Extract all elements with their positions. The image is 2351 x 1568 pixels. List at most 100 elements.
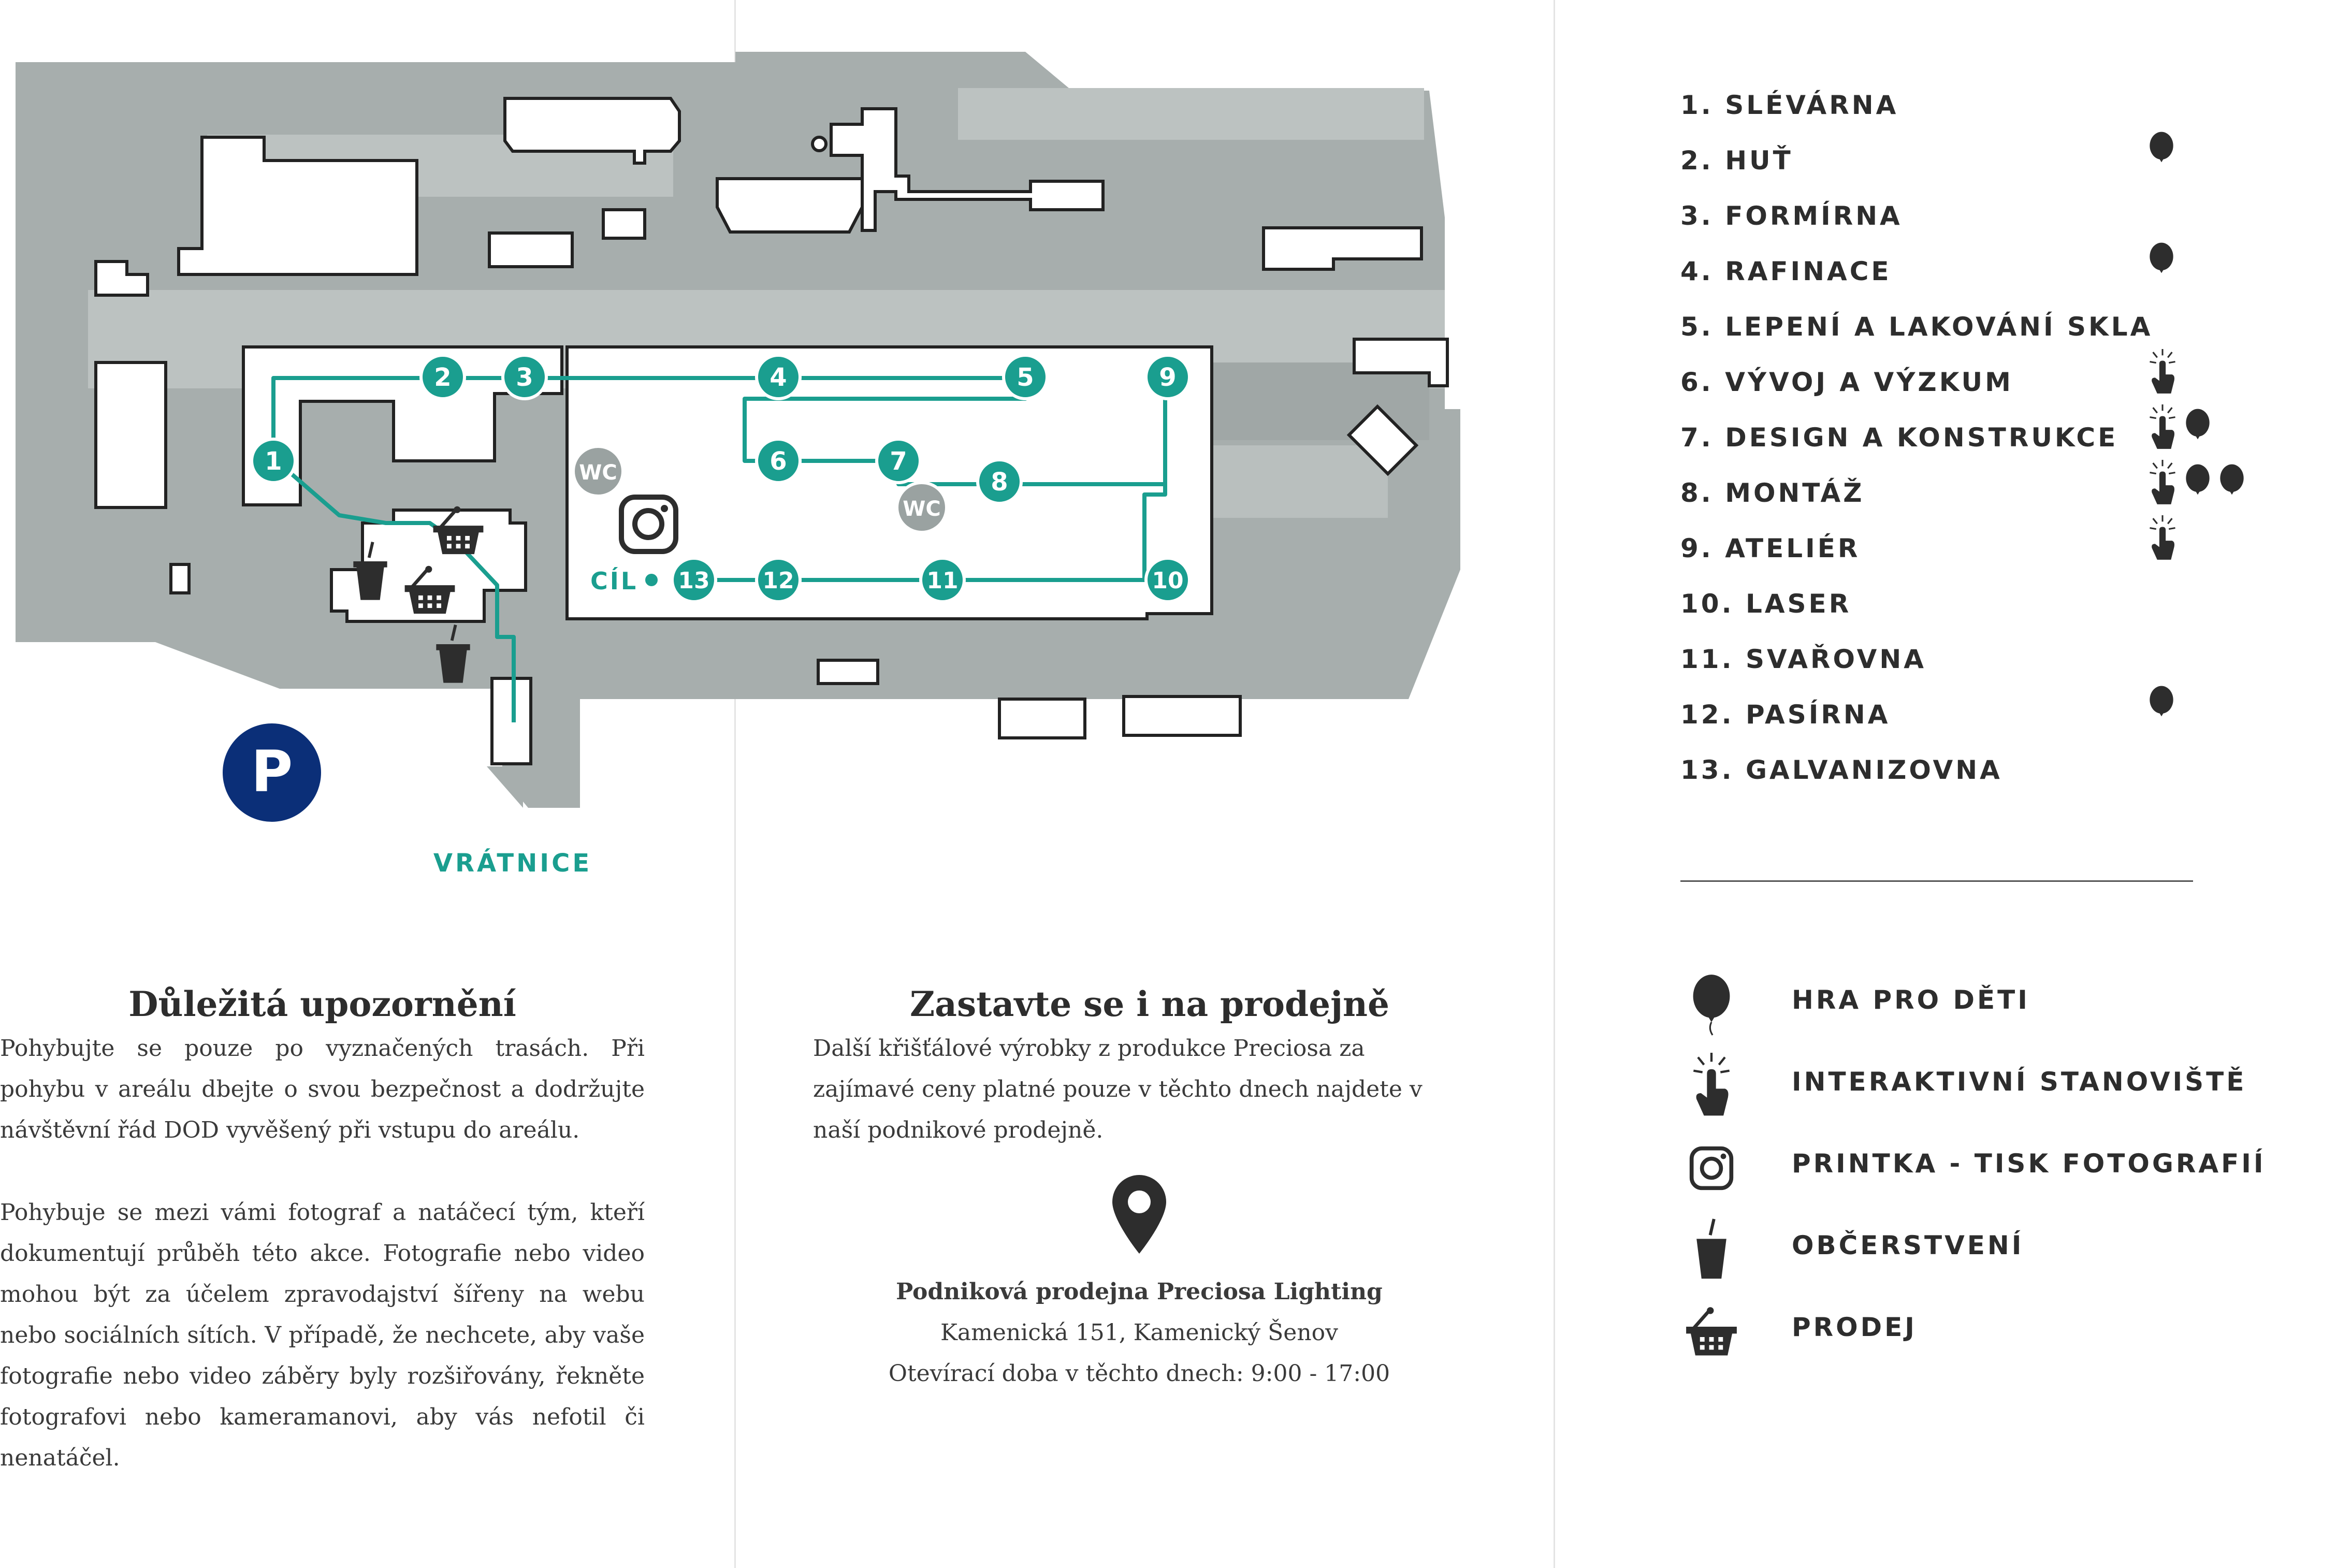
svg-text:WC: WC xyxy=(579,461,617,485)
svg-text:12: 12 xyxy=(762,568,794,594)
shop-text: Další křišťálové výrobky z produkce Prec… xyxy=(813,1035,1423,1143)
wc-marker-2: WC xyxy=(895,481,948,534)
station-item-7: 7. DESIGN A KONSTRUKCE xyxy=(1680,404,2302,468)
hand-icon xyxy=(2146,460,2179,527)
station-item-6: 6. VÝVOJ A VÝZKUM xyxy=(1680,349,2302,410)
key-item-games: HRA PRO DĚTI xyxy=(1680,974,2302,1055)
svg-text:1: 1 xyxy=(265,447,282,476)
balloon-icon xyxy=(2183,408,2213,468)
station-icons xyxy=(2146,130,2176,191)
shop-title: Zastavte se i na prodejně xyxy=(910,984,1389,1024)
route-stops: 1 2 3 4 5 6 7 8 9 10 11 12 13 xyxy=(250,354,1191,603)
svg-text:6: 6 xyxy=(770,447,787,476)
fold-line-right xyxy=(1554,0,1555,1568)
hand-icon xyxy=(2146,404,2179,471)
shop-name: Podniková prodejna Preciosa Lighting xyxy=(896,1279,1383,1305)
station-item-3: 3. FORMÍRNA xyxy=(1680,188,2302,244)
balloon-icon xyxy=(2146,685,2176,745)
fold-line-left xyxy=(734,0,736,1568)
svg-text:7: 7 xyxy=(890,447,907,476)
route-stop-4: 4 xyxy=(755,354,802,400)
station-item-4: 4. RAFINACE xyxy=(1680,241,2302,302)
route-stop-9: 9 xyxy=(1144,354,1191,400)
key-label: OBČERSTVENÍ xyxy=(1792,1230,2024,1260)
balloon-icon xyxy=(2183,463,2213,524)
station-label: 11. SVAŘOVNA xyxy=(1680,644,1926,674)
wc-marker-1: WC xyxy=(572,445,625,498)
instagram-icon xyxy=(1680,1137,1743,1199)
balloon-icon xyxy=(2146,130,2176,191)
route-stop-6: 6 xyxy=(755,438,802,484)
station-label: 7. DESIGN A KONSTRUKCE xyxy=(1680,423,2118,453)
station-label: 3. FORMÍRNA xyxy=(1680,201,1903,231)
station-icons xyxy=(2146,349,2179,410)
station-item-8: 8. MONTÁŽ xyxy=(1680,460,2302,524)
route-stop-2: 2 xyxy=(419,354,466,400)
route-stop-1: 1 xyxy=(250,438,297,484)
route-stop-5: 5 xyxy=(1002,354,1049,400)
key-label: PRINTKA - TISK FOTOGRAFIÍ xyxy=(1792,1149,2266,1179)
route-stop-3: 3 xyxy=(501,354,548,400)
svg-text:9: 9 xyxy=(1159,363,1176,392)
station-icons xyxy=(2146,404,2213,468)
balloon-icon xyxy=(2217,463,2247,524)
station-item-10: 10. LASER xyxy=(1680,576,2302,632)
icon-key: HRA PRO DĚTI INTERAKTIVNÍ STANOVIŠTĚ PRI… xyxy=(1680,974,2302,1383)
instagram-icon xyxy=(619,495,678,554)
svg-text:10: 10 xyxy=(1152,568,1183,594)
route-stop-7: 7 xyxy=(875,438,922,484)
hand-icon xyxy=(2146,349,2179,416)
balloon-icon xyxy=(1680,974,1743,1036)
key-label: PRODEJ xyxy=(1792,1312,1917,1342)
legend-divider xyxy=(1680,880,2193,882)
cup-icon xyxy=(1680,1218,1743,1281)
station-label: 5. LEPENÍ A LAKOVÁNÍ SKLA xyxy=(1680,312,2153,342)
station-label: 9. ATELIÉR xyxy=(1680,533,1861,563)
station-item-13: 13. GALVANIZOVNA xyxy=(1680,743,2302,798)
station-label: 2. HUŤ xyxy=(1680,146,1793,176)
station-label: 10. LASER xyxy=(1680,589,1852,619)
notice-paragraph-2: Pohybuje se mezi vámi fotograf a natáčec… xyxy=(0,1199,645,1471)
key-item-interactive: INTERAKTIVNÍ STANOVIŠTĚ xyxy=(1680,1053,2302,1137)
svg-text:5: 5 xyxy=(1017,363,1034,392)
svg-text:11: 11 xyxy=(926,568,958,594)
route-stop-10: 10 xyxy=(1144,557,1191,603)
route-stop-13: 13 xyxy=(671,557,717,603)
station-item-11: 11. SVAŘOVNA xyxy=(1680,632,2302,687)
notice-paragraph-1: Pohybujte se pouze po vyznačených trasác… xyxy=(0,1035,645,1143)
key-item-print: PRINTKA - TISK FOTOGRAFIÍ xyxy=(1680,1137,2302,1219)
route-stop-11: 11 xyxy=(919,557,966,603)
svg-text:4: 4 xyxy=(770,363,787,392)
svg-text:3: 3 xyxy=(516,363,533,392)
station-item-1: 1. SLÉVÁRNA xyxy=(1680,78,2302,133)
station-label: 1. SLÉVÁRNA xyxy=(1680,90,1899,120)
svg-text:2: 2 xyxy=(434,363,451,392)
key-item-refreshment: OBČERSTVENÍ xyxy=(1680,1218,2302,1301)
station-icons xyxy=(2146,515,2179,576)
station-icons xyxy=(2146,460,2247,524)
key-label: HRA PRO DĚTI xyxy=(1792,985,2030,1015)
hand-icon xyxy=(1680,1053,1743,1117)
shop-hours: Otevírací doba v těchto dnech: 9:00 - 17… xyxy=(888,1360,1390,1387)
route-stop-8: 8 xyxy=(976,458,1023,505)
parking-sign: P xyxy=(223,723,321,822)
station-label: 4. RAFINACE xyxy=(1680,256,1892,286)
station-icons xyxy=(2146,685,2176,745)
notice-title: Důležitá upozornění xyxy=(128,984,516,1024)
svg-text:13: 13 xyxy=(678,568,709,594)
station-item-12: 12. PASÍRNA xyxy=(1680,685,2302,745)
key-item-shop: PRODEJ xyxy=(1680,1301,2302,1383)
basket-icon xyxy=(1680,1301,1743,1363)
station-label: 13. GALVANIZOVNA xyxy=(1680,755,2002,785)
station-item-5: 5. LEPENÍ A LAKOVÁNÍ SKLA xyxy=(1680,299,2302,355)
gate-road xyxy=(487,766,523,808)
station-icons xyxy=(2146,241,2176,302)
svg-text:P: P xyxy=(251,738,293,805)
balloon-icon xyxy=(2146,241,2176,302)
station-list: 1. SLÉVÁRNA 2. HUŤ 3. FORMÍRNA 4. RAFINA… xyxy=(1680,78,2302,798)
route-stop-12: 12 xyxy=(755,557,802,603)
notice-text: Pohybujte se pouze po vyznačených trasác… xyxy=(0,1028,645,1520)
shop-info: Podniková prodejna Preciosa Lighting Kam… xyxy=(813,1271,1465,1394)
station-label: 8. MONTÁŽ xyxy=(1680,478,1865,508)
svg-text:WC: WC xyxy=(903,497,940,521)
